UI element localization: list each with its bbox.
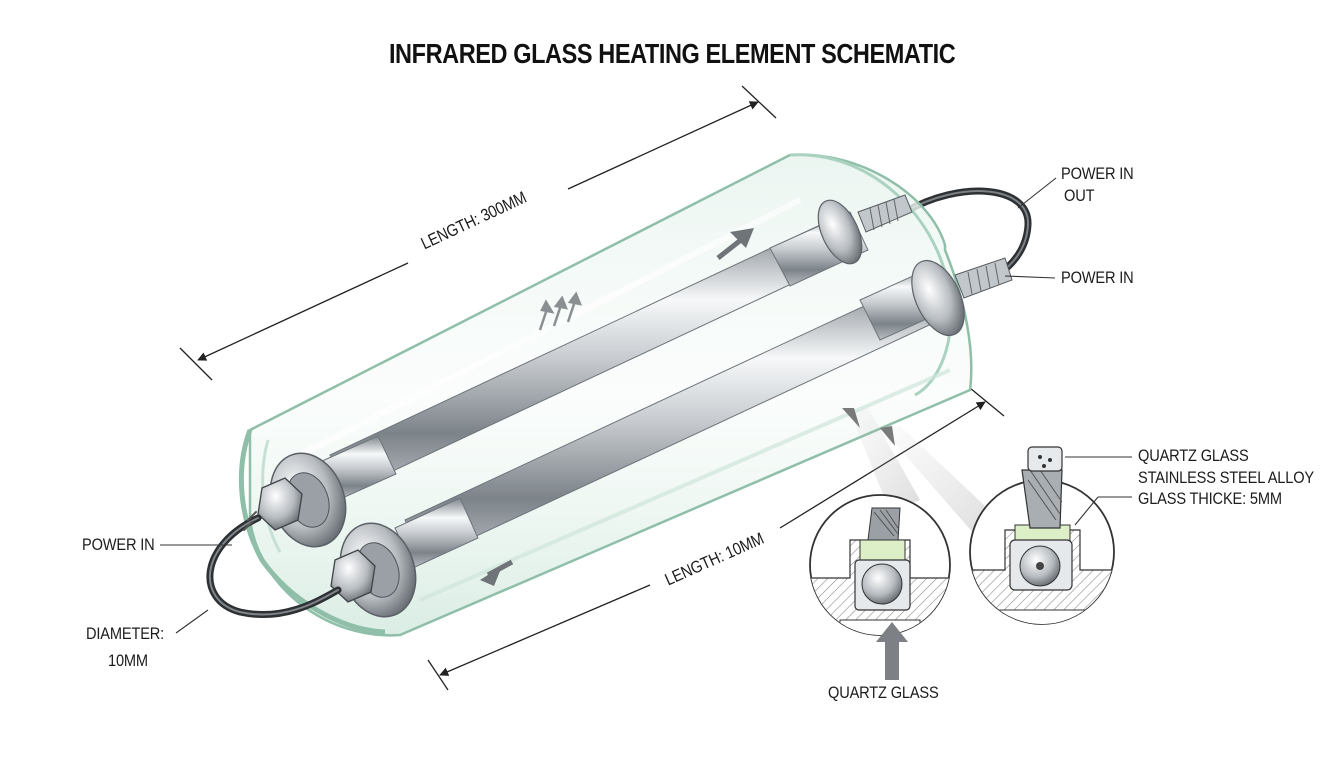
- diagram-title: INFRARED GLASS HEATING ELEMENT SCHEMATIC: [388, 38, 956, 69]
- label-glass-thickness: GLASS THICKE: 5MM: [1138, 489, 1282, 508]
- label-power-in-out-line2: OUT: [1064, 186, 1095, 205]
- dimension-line-length-top: [179, 85, 777, 381]
- label-quartz-glass-bottom: QUARTZ GLASS: [828, 683, 939, 702]
- arrow-up-right-icon: [716, 228, 754, 260]
- arrow-down-left-icon: [480, 559, 514, 586]
- label-power-in-left: POWER IN: [82, 535, 155, 554]
- power-wire-left: [206, 511, 342, 619]
- heating-rod-top: [319, 194, 913, 501]
- threaded-terminal-top-far: [857, 194, 913, 233]
- front-end-caps: [257, 452, 417, 618]
- label-power-in-out-line1: POWER IN: [1061, 164, 1134, 183]
- label-diameter-line2: 10MM: [108, 651, 148, 670]
- label-diameter-line1: DIAMETER:: [86, 624, 165, 643]
- detail-view-right: [969, 446, 1115, 625]
- threaded-terminal-bottom-far: [954, 257, 1013, 299]
- label-quartz-glass-detail: QUARTZ GLASS: [1138, 446, 1249, 465]
- heating-rod-bottom: [394, 257, 1013, 569]
- arrow-up-icon: [876, 622, 908, 680]
- leader-lines: [160, 177, 1132, 634]
- triple-up-down-arrows-icon: [538, 291, 583, 331]
- detail-view-left: [809, 494, 951, 680]
- label-power-in-right: POWER IN: [1061, 268, 1134, 287]
- detail-callout-beams: [842, 408, 1000, 535]
- label-stainless-steel: STAINLESS STEEL ALLOY: [1138, 468, 1314, 487]
